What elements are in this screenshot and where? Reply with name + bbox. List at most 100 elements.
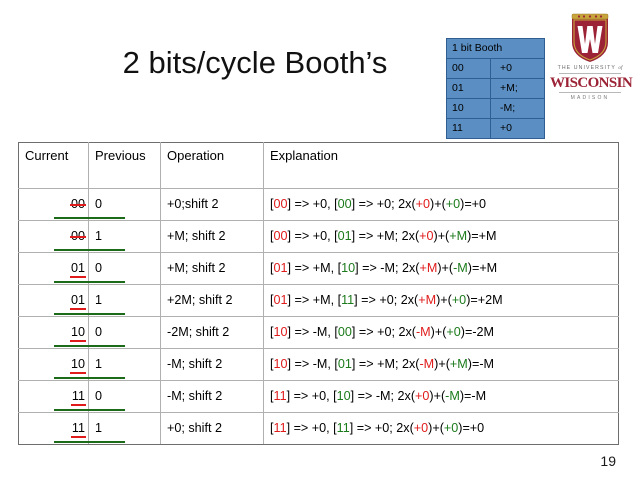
ref-table-header-row: 1 bit Booth (445, 38, 546, 59)
exp-term-current: +M (418, 293, 437, 307)
cell-explanation: [00] => +0, [00] => +0; 2x(+0)+(+0)=+0 (263, 188, 619, 221)
current-bits: 00 (69, 197, 86, 211)
table-header-row: Current Previous Operation Explanation (18, 142, 619, 189)
logo-rule-top (559, 73, 621, 74)
cell-previous: 0 (82, 316, 161, 349)
green-marker (53, 281, 95, 283)
column-header-explanation: Explanation (263, 142, 619, 189)
green-marker (53, 377, 95, 379)
logo-university-line: THE UNIVERSITY of (550, 65, 630, 72)
table-row: 10 0 -2M; shift 2 [10] => -M, [00] => +0… (18, 316, 619, 349)
exp-group-current: 01 (273, 293, 288, 307)
exp-term-current: +0 (415, 389, 430, 403)
current-bits: 11 (70, 421, 86, 438)
current-bits: 11 (70, 389, 86, 406)
green-marker (82, 217, 125, 219)
previous-bit: 1 (95, 421, 103, 435)
cell-current: 00 (18, 188, 95, 221)
exp-group-previous: 01 (337, 229, 352, 243)
ref-action-cell: +0 (489, 58, 546, 79)
exp-term-previous: -M (445, 389, 460, 403)
cell-previous: 0 (82, 380, 161, 413)
cell-explanation: [10] => -M, [00] => +0; 2x(-M)+(+0)=-2M (263, 316, 619, 349)
exp-group-current: 01 (273, 261, 288, 275)
current-bits: 00 (69, 229, 86, 243)
main-table-body: Current Previous Operation Explanation 0… (18, 142, 619, 445)
cell-explanation: [01] => +M, [11] => +0; 2x(+M)+(+0)=+2M (263, 284, 619, 317)
green-marker (53, 409, 95, 411)
red-marker (69, 204, 86, 206)
exp-term-previous: +0 (443, 421, 459, 435)
logo-rule-bottom (559, 92, 621, 93)
red-marker (70, 436, 86, 438)
cell-operation: -M; shift 2 (160, 380, 264, 413)
cell-current: 01 (18, 284, 95, 317)
one-bit-booth-reference-table: 1 bit Booth 00 +0 01 +M; 10 -M; 11 +0 (445, 38, 546, 139)
exp-term-previous: +M (449, 229, 468, 243)
green-marker (82, 345, 125, 347)
exp-group-previous: 00 (337, 197, 352, 211)
cell-current: 11 (18, 412, 95, 445)
exp-group-current: 10 (273, 357, 288, 371)
exp-term-previous: +M (449, 357, 468, 371)
exp-term-previous: +0 (445, 197, 461, 211)
logo-the-university: THE UNIVERSITY (557, 65, 616, 71)
cell-operation: -2M; shift 2 (160, 316, 264, 349)
exp-term-current: -M (415, 325, 431, 339)
green-marker (82, 313, 125, 315)
exp-term-previous: +0 (451, 293, 467, 307)
exp-group-current: 00 (273, 197, 288, 211)
green-marker (82, 441, 125, 443)
current-bits: 01 (69, 293, 86, 310)
exp-term-current: +0 (413, 421, 429, 435)
table-row: 01 1 +2M; shift 2 [01] => +M, [11] => +0… (18, 284, 619, 317)
ref-table-header-cell: 1 bit Booth (445, 38, 546, 59)
exp-term-previous: -M (453, 261, 468, 275)
exp-term-current: +M (419, 261, 438, 275)
cell-explanation: [11] => +0, [11] => +0; 2x(+0)+(+0)=+0 (263, 412, 619, 445)
exp-group-current: 11 (273, 389, 287, 403)
previous-bit: 1 (95, 229, 103, 243)
green-marker (53, 249, 95, 251)
page-title: 2 bits/cycle Booth’s (122, 45, 388, 80)
table-row: 00 +0 (446, 58, 546, 79)
exp-group-previous: 00 (337, 325, 352, 339)
current-bits: 10 (69, 325, 86, 342)
table-row: 11 +0 (446, 118, 546, 139)
column-header-current: Current (18, 142, 89, 189)
green-marker (53, 313, 95, 315)
table-row: 11 0 -M; shift 2 [11] => +0, [10] => -M;… (18, 380, 619, 413)
table-row: 01 +M; (446, 78, 546, 99)
exp-group-previous: 11 (341, 293, 355, 307)
cell-explanation: [00] => +0, [01] => +M; 2x(+0)+(+M)=+M (263, 220, 619, 253)
cell-current: 10 (18, 316, 95, 349)
exp-term-current: +0 (415, 197, 431, 211)
cell-operation: +M; shift 2 (160, 252, 264, 285)
cell-explanation: [10] => -M, [01] => +M; 2x(-M)+(+M)=-M (263, 348, 619, 381)
ref-bits-cell: 11 (446, 118, 491, 139)
exp-term-previous: +0 (446, 325, 461, 339)
table-row: 00 1 +M; shift 2 [00] => +0, [01] => +M;… (18, 220, 619, 253)
cell-operation: +2M; shift 2 (160, 284, 264, 317)
cell-current: 01 (18, 252, 95, 285)
exp-term-current: +0 (419, 229, 434, 243)
green-marker (82, 281, 125, 283)
table-row: 11 1 +0; shift 2 [11] => +0, [11] => +0;… (18, 412, 619, 445)
ref-action-cell: -M; (489, 98, 546, 119)
cell-explanation: [11] => +0, [10] => -M; 2x(+0)+(-M)=-M (263, 380, 619, 413)
exp-group-previous: 01 (337, 357, 352, 371)
exp-group-current: 11 (273, 421, 287, 435)
previous-bit: 0 (95, 197, 103, 211)
logo-of: of (618, 65, 623, 71)
previous-bit: 0 (95, 261, 103, 275)
cell-current: 00 (18, 220, 95, 253)
previous-bit: 0 (95, 325, 103, 339)
ref-bits-cell: 10 (446, 98, 491, 119)
green-marker (53, 441, 95, 443)
cell-explanation: [01] => +M, [10] => -M; 2x(+M)+(-M)=+M (263, 252, 619, 285)
red-marker (69, 372, 86, 374)
current-bits: 01 (69, 261, 86, 278)
cell-operation: -M; shift 2 (160, 348, 264, 381)
cell-operation: +M; shift 2 (160, 220, 264, 253)
cell-previous: 1 (82, 348, 161, 381)
